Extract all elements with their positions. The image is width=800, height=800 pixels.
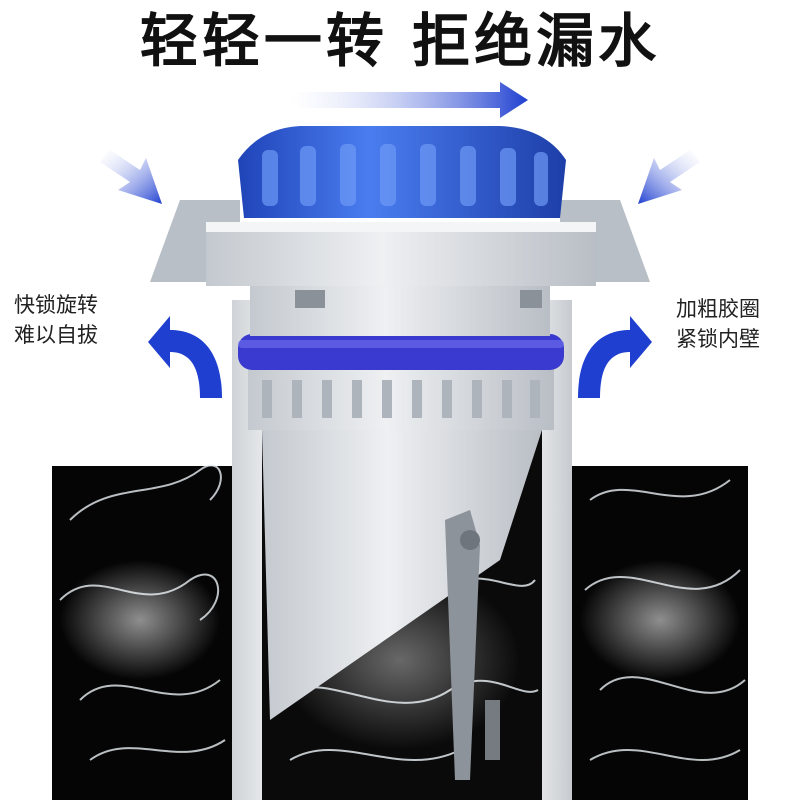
rubber-seal-ring — [238, 334, 564, 370]
curved-arrow-icon — [578, 316, 652, 398]
right-caption-line1: 加粗胶圈 — [676, 297, 760, 321]
blue-locking-cap — [238, 126, 566, 218]
check-flap-hinge — [445, 510, 480, 780]
right-caption-line2: 紧锁内壁 — [676, 327, 760, 351]
mounting-flange — [206, 222, 596, 286]
headline: 轻轻一转 拒绝漏水 — [139, 7, 661, 75]
left-caption-line2: 难以自拔 — [14, 323, 98, 347]
inward-arrow-icon — [638, 150, 700, 204]
left-caption: 快锁旋转 难以自拔 — [14, 290, 98, 350]
left-caption-line1: 快锁旋转 — [14, 293, 98, 317]
inward-arrow-icon — [100, 150, 162, 204]
rotate-arrow-icon — [290, 82, 528, 118]
curved-arrow-icon — [148, 316, 222, 398]
right-caption: 加粗胶圈 紧锁内壁 — [676, 294, 760, 354]
valve-cone — [262, 430, 542, 720]
